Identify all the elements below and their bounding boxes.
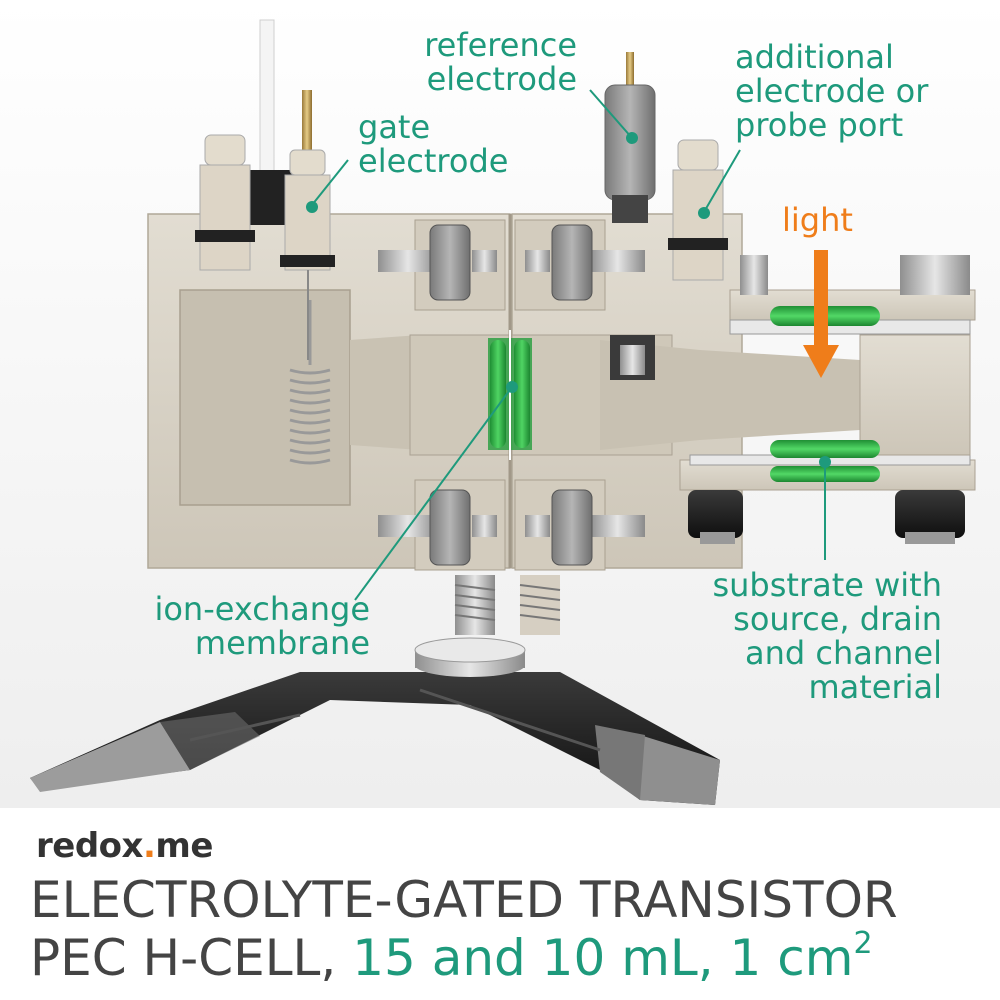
cell-illustration — [0, 0, 1000, 810]
footer — [0, 808, 1000, 1000]
ion-exchange-membrane — [488, 330, 532, 460]
reference-electrode-label: reference electrode — [405, 28, 577, 96]
brand-logo: redox.me — [36, 826, 213, 866]
label-line: additional — [735, 38, 894, 76]
title-superscript: 2 — [853, 926, 873, 961]
tripod-stand — [30, 637, 720, 805]
label-line: gate — [358, 108, 431, 146]
label-line: light — [782, 201, 853, 239]
label-line: probe port — [735, 106, 904, 144]
leader-lines — [311, 89, 826, 601]
light-arrow — [803, 250, 839, 378]
ion-exchange-membrane-label: ion-exchange membrane — [122, 592, 370, 660]
gate-electrode-label: gate electrode — [358, 110, 508, 178]
label-line: material — [808, 668, 942, 706]
label-line: source, drain — [733, 600, 942, 638]
label-line: membrane — [194, 624, 370, 662]
additional-electrode-port — [668, 139, 728, 281]
logo-text: me — [155, 826, 213, 866]
central-clamp — [378, 214, 645, 635]
leader-dots — [306, 132, 831, 468]
label-line: ion-exchange — [154, 590, 370, 628]
left-chamber — [147, 213, 511, 569]
additional-electrode-label: additional electrode or probe port — [735, 40, 928, 142]
title-prefix: PEC H-CELL, — [30, 929, 353, 987]
label-line: electrode — [358, 142, 509, 180]
substrate-label: substrate with source, drain and channel… — [670, 568, 942, 704]
label-line: electrode or — [735, 72, 929, 110]
title-specs: 15 and 10 mL, 1 cm — [352, 929, 854, 987]
light-label: light — [782, 203, 853, 237]
product-title-line2: PEC H-CELL, 15 and 10 mL, 1 cm2 — [30, 929, 873, 987]
gate-electrode-assembly — [195, 19, 335, 360]
logo-dot: . — [142, 826, 156, 866]
product-title-line1: ELECTROLYTE-GATED TRANSISTOR — [30, 871, 898, 929]
label-line: electrode — [426, 60, 577, 98]
logo-text: redox — [36, 826, 143, 866]
label-line: reference — [424, 26, 577, 64]
label-line: and channel — [745, 634, 942, 672]
label-line: substrate with — [712, 566, 942, 604]
